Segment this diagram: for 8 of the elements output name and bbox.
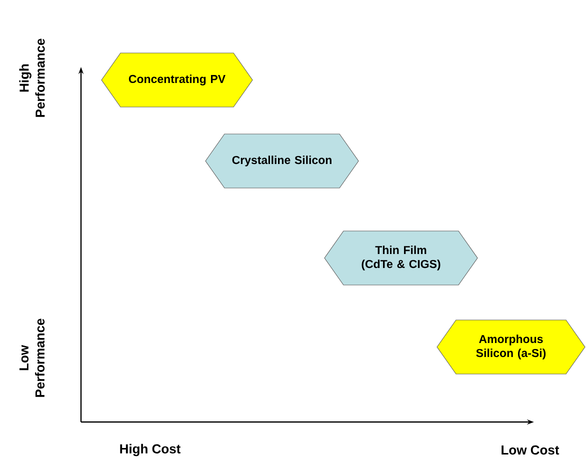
- axis-label: Low Performance: [19, 318, 45, 397]
- axis-label: High Performance: [19, 38, 45, 117]
- hexagon-box: Concentrating PV: [101, 52, 253, 108]
- hexagon-box: Thin Film (CdTe & CIGS): [324, 230, 478, 286]
- hexagon-box: Crystalline Silicon: [205, 134, 359, 188]
- axis-label: Low Cost: [502, 445, 560, 455]
- hexagon-box: Amorphous Silicon (a-Si): [436, 320, 586, 374]
- axis-label: High Cost: [120, 444, 181, 456]
